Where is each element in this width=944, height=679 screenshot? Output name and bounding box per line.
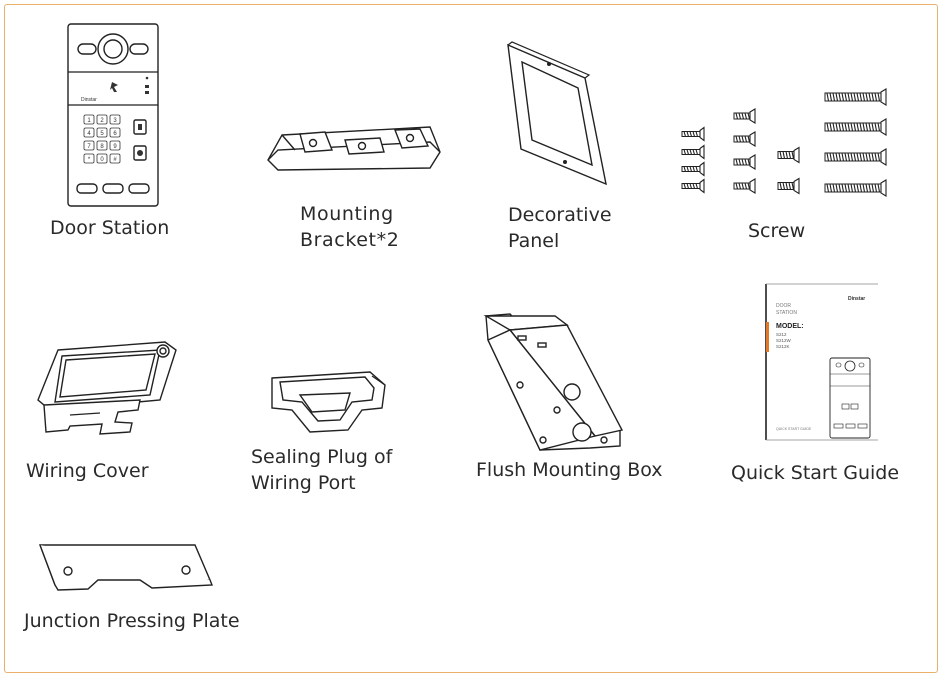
label-flush-mounting-box: Flush Mounting Box bbox=[476, 459, 663, 481]
keypad-key bbox=[109, 140, 121, 151]
label-junction-pressing-plate: Junction Pressing Plate bbox=[24, 610, 240, 632]
guide-line1: DOOR bbox=[776, 303, 791, 309]
wiring-cover-illustration bbox=[37, 341, 177, 435]
mounting-bracket-illustration bbox=[267, 126, 441, 171]
keypad-key-label: * bbox=[88, 157, 91, 163]
keypad-key-label: 2 bbox=[100, 118, 104, 124]
keypad-key bbox=[83, 140, 95, 151]
screw-icon bbox=[681, 126, 705, 142]
keypad-key bbox=[83, 127, 95, 138]
guide-line2: STATION bbox=[776, 310, 797, 316]
keypad-key bbox=[96, 140, 108, 151]
label-sealing-plug: Sealing Plug of Wiring Port bbox=[251, 444, 392, 496]
keypad-key-label: 0 bbox=[100, 157, 104, 163]
guide-model-3: S212K bbox=[776, 344, 790, 349]
label-sealing-plug-line1: Sealing Plug of bbox=[251, 446, 393, 468]
keypad-key-label: 9 bbox=[113, 144, 117, 150]
label-quick-start-guide: Quick Start Guide bbox=[731, 462, 900, 484]
keypad-key-label: 6 bbox=[113, 131, 117, 137]
decorative-panel-illustration bbox=[507, 41, 607, 186]
keypad-key bbox=[109, 114, 121, 125]
screw-icon bbox=[733, 154, 756, 170]
screw-icon bbox=[777, 177, 800, 195]
keypad-key-label: 8 bbox=[100, 144, 104, 150]
screw-icon bbox=[733, 178, 756, 194]
screw-icon bbox=[681, 144, 705, 160]
sealing-plug-illustration bbox=[271, 371, 386, 433]
keypad: 1 2 3 4 5 6 7 8 9 * 0 # bbox=[83, 114, 121, 164]
keypad-key-label: 4 bbox=[87, 131, 91, 137]
screw-icon bbox=[824, 118, 887, 136]
label-decorative-panel: Decorative Panel bbox=[508, 202, 612, 254]
screw-icon bbox=[824, 148, 887, 166]
page-frame bbox=[4, 4, 938, 673]
screw-icon bbox=[733, 108, 756, 124]
screw-icon bbox=[681, 178, 705, 194]
screw-icon bbox=[824, 88, 887, 106]
flush-mounting-box-illustration bbox=[483, 313, 624, 451]
label-screw: Screw bbox=[748, 220, 806, 242]
label-door-station: Door Station bbox=[50, 217, 170, 239]
label-wiring-cover: Wiring Cover bbox=[26, 460, 149, 482]
keypad-key bbox=[96, 127, 108, 138]
junction-pressing-plate-illustration bbox=[38, 544, 214, 591]
keypad-key-label: 7 bbox=[87, 144, 91, 150]
label-decorative-panel-line1: Decorative bbox=[508, 204, 612, 226]
keypad-key bbox=[109, 153, 121, 164]
door-station-logo: Dinstar bbox=[81, 97, 97, 103]
screw-icon bbox=[777, 146, 800, 164]
keypad-key-label: # bbox=[113, 157, 117, 163]
label-mounting-bracket: Mounting Bracket*2 bbox=[300, 201, 399, 253]
label-sealing-plug-line2: Wiring Port bbox=[251, 472, 356, 494]
quick-start-guide-illustration: Dinstar DOOR STATION MODEL: S212 S212W S… bbox=[765, 283, 878, 441]
guide-footer: QUICK START GUIDE bbox=[776, 427, 812, 431]
guide-brand: Dinstar bbox=[848, 296, 865, 302]
door-station-illustration: Dinstar 1 2 3 4 5 6 7 8 9 * 0 # bbox=[67, 23, 159, 207]
keypad-key-label: 3 bbox=[113, 118, 117, 124]
guide-model-1: S212 bbox=[776, 332, 787, 337]
keypad-key bbox=[109, 127, 121, 138]
label-decorative-panel-line2: Panel bbox=[508, 230, 560, 252]
keypad-key-label: 1 bbox=[87, 118, 91, 124]
label-mounting-bracket-line2: Bracket*2 bbox=[300, 229, 400, 251]
keypad-key bbox=[83, 153, 95, 164]
keypad-key bbox=[96, 114, 108, 125]
keypad-key bbox=[83, 114, 95, 125]
guide-model-2: S212W bbox=[776, 338, 792, 343]
keypad-key bbox=[96, 153, 108, 164]
keypad-key-label: 5 bbox=[100, 131, 104, 137]
screw-icon bbox=[824, 179, 887, 197]
screws-illustration bbox=[681, 88, 887, 197]
guide-model-label: MODEL: bbox=[776, 323, 804, 330]
screw-icon bbox=[733, 131, 756, 147]
label-mounting-bracket-line1: Mounting bbox=[300, 203, 394, 225]
screw-icon bbox=[681, 161, 705, 177]
